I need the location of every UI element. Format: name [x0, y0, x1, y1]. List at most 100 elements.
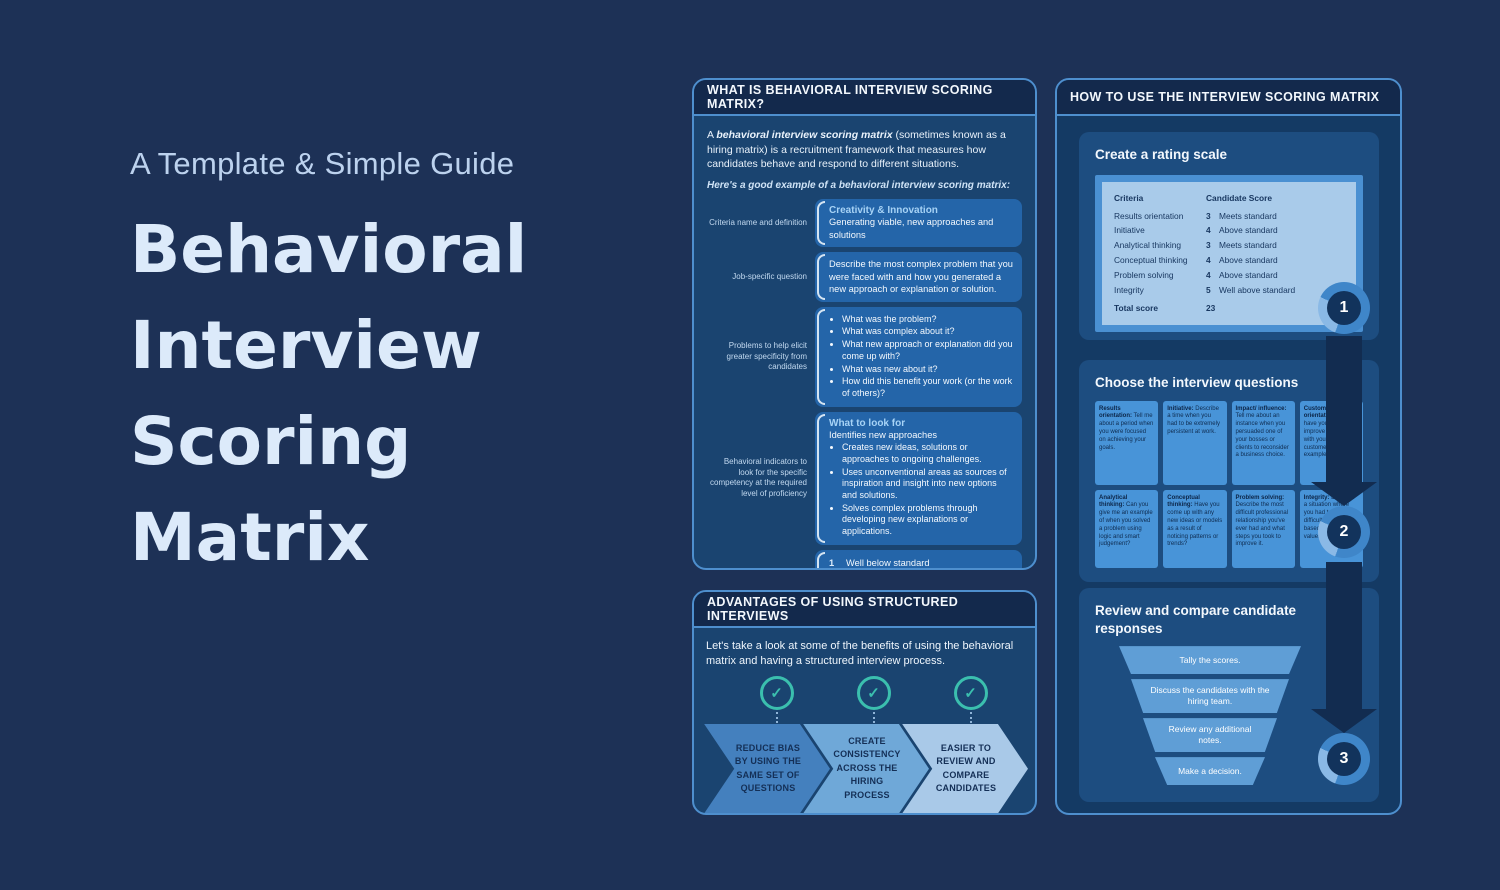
table-row: Analytical thinking 3 Meets standard [1114, 238, 1344, 253]
score-label-cell: Above standard [1219, 225, 1278, 236]
question-text: Tell me about an instance when you persu… [1235, 413, 1289, 459]
criteria-cell: Conceptual thinking [1114, 255, 1188, 266]
question-card: Impact/ influence: Tell me about an inst… [1231, 400, 1295, 485]
funnel-step: Tally the scores. [1119, 646, 1301, 675]
rating-table-frame: Criteria Candidate Score Results orienta… [1095, 174, 1363, 333]
indicator-list: Creates new ideas, solutions or approach… [829, 442, 1013, 538]
bullet-item: Creates new ideas, solutions or approach… [842, 442, 1013, 465]
table-row: Results orientation 3 Meets standard [1114, 209, 1344, 224]
criteria-cell: Problem solving [1114, 270, 1174, 281]
advantages-panel-title: ADVANTAGES OF USING STRUCTURED INTERVIEW… [707, 595, 959, 623]
total-label-cell: Total score [1114, 303, 1159, 314]
score-number-cell: 3 [1206, 240, 1211, 251]
score-label-cell: Meets standard [1219, 210, 1277, 221]
check-row: ✓ ✓ ✓ [706, 675, 1023, 723]
step-title: Create a rating scale [1095, 147, 1228, 162]
dotted-connector [872, 711, 875, 723]
how-to-panel: HOW TO USE THE INTERVIEW SCORING MATRIX … [1055, 78, 1402, 815]
arrow-head [1311, 482, 1377, 506]
row-box-subheading: Identifies new approaches [829, 429, 938, 440]
page-title: Behavioral Interview Scoring Matrix [130, 202, 527, 586]
intro-rest: (sometimes known as a hiring matrix) is … [707, 129, 1006, 171]
chevron-label: EASIER TO REVIEW AND COMPARE CANDIDATES [935, 742, 997, 794]
matrix-row-indicators: Behavioral indicators to look for the sp… [707, 411, 1022, 545]
how-to-panel-title: HOW TO USE THE INTERVIEW SCORING MATRIX [1070, 90, 1380, 104]
title-line: Interview [130, 307, 482, 384]
checkmark-circle-icon: ✓ [856, 675, 891, 710]
score-number-cell: 3 [1206, 210, 1211, 221]
check-column: ✓ [728, 675, 825, 723]
advantages-panel: ADVANTAGES OF USING STRUCTURED INTERVIEW… [692, 590, 1037, 815]
chevron-label: REDUCE BIAS BY USING THE SAME SET OF QUE… [734, 742, 802, 794]
question-text: Describe the most difficult professional… [1235, 502, 1289, 548]
question-lead: Initiative: [1167, 405, 1194, 412]
row-label: Criteria name and definition [709, 217, 807, 227]
matrix-row-probes: Problems to help elicit greater specific… [707, 306, 1022, 407]
check-column: ✓ [922, 675, 1019, 723]
criteria-cell: Results orientation [1114, 210, 1184, 221]
advantages-panel-header: ADVANTAGES OF USING STRUCTURED INTERVIEW… [694, 592, 1035, 628]
scale-number: 1 [829, 557, 835, 568]
step-number-badge: 2 [1318, 506, 1370, 558]
scale-label: Well below standard [846, 557, 930, 568]
question-card: Initiative: Describe a time when you had… [1163, 400, 1227, 485]
matrix-row-criteria: Criteria name and definition Creativity … [707, 199, 1022, 248]
title-line: Scoring [130, 403, 412, 480]
score-number-cell: 4 [1206, 225, 1211, 236]
question-lead: Conceptual thinking: [1167, 494, 1200, 509]
score-label-cell: Above standard [1219, 270, 1278, 281]
intro-paragraph: A behavioral interview scoring matrix (s… [707, 128, 1022, 172]
criteria-cell: Analytical thinking [1114, 240, 1182, 251]
step-number: 2 [1339, 523, 1349, 540]
score-number-cell: 5 [1206, 285, 1211, 296]
chevron-label: CREATE CONSISTENCY ACROSS THE HIRING PRO… [833, 735, 901, 800]
funnel-step: Make a decision. [1155, 757, 1265, 786]
scale-line: 1 Well below standard [829, 556, 1013, 568]
checkmark-circle-icon: ✓ [759, 675, 794, 710]
step-title: Choose the interview questions [1095, 375, 1299, 390]
table-row: Initiative 4 Above standard [1114, 223, 1344, 238]
table-header-row: Criteria Candidate Score [1114, 191, 1344, 206]
score-number-cell: 4 [1206, 255, 1211, 266]
down-arrow-icon [1311, 562, 1377, 733]
hero: A Template & Simple Guide Behavioral Int… [130, 146, 527, 586]
bullet-item: What new approach or explanation did you… [842, 339, 1013, 362]
advantage-chevrons: REDUCE BIAS BY USING THE SAME SET OF QUE… [704, 723, 1028, 813]
dotted-connector [969, 711, 972, 723]
rating-table: Criteria Candidate Score Results orienta… [1102, 181, 1356, 326]
check-column: ✓ [825, 675, 922, 723]
question-card-grid: Results orientation: Tell me about a per… [1095, 400, 1363, 568]
question-card: Results orientation: Tell me about a per… [1095, 400, 1159, 485]
row-box-title: Creativity & Innovation [829, 205, 938, 217]
advantages-intro: Let's take a look at some of the benefit… [706, 640, 1014, 667]
question-lead: Analytical thinking: [1099, 494, 1128, 509]
arrow-shaft [1326, 562, 1362, 709]
total-value-cell: 23 [1206, 303, 1216, 314]
score-label-cell: Meets standard [1219, 240, 1277, 251]
criteria-cell: Integrity [1114, 285, 1144, 296]
row-label: Problems to help elicit greater specific… [726, 341, 807, 371]
criteria-cell: Initiative [1114, 225, 1145, 236]
funnel-step: Discuss the candidates with the hiring t… [1131, 679, 1289, 714]
hero-kicker: A Template & Simple Guide [130, 146, 515, 181]
how-to-panel-header: HOW TO USE THE INTERVIEW SCORING MATRIX [1057, 80, 1400, 116]
table-row: Problem solving 4 Above standard [1114, 268, 1344, 283]
step-title: Review and compare candidate responses [1095, 603, 1297, 636]
intro-bold: behavioral interview scoring matrix [716, 129, 893, 141]
question-lead: Integrity: [1303, 494, 1330, 501]
row-box: What was the problem? What was complex a… [815, 306, 1022, 407]
what-is-panel-title: WHAT IS BEHAVIORAL INTERVIEW SCORING MAT… [707, 83, 993, 111]
down-arrow-icon [1311, 336, 1377, 506]
question-text: Have you come up with any new ideas or m… [1167, 502, 1223, 548]
what-is-panel: WHAT IS BEHAVIORAL INTERVIEW SCORING MAT… [692, 78, 1037, 570]
row-box: Creativity & Innovation Generating viabl… [815, 199, 1022, 248]
table-header-score: Candidate Score [1206, 192, 1273, 203]
probe-list: What was the problem? What was complex a… [829, 314, 1013, 400]
step-section-rating-scale: Create a rating scale Criteria Candidate… [1079, 132, 1379, 340]
dotted-connector [775, 711, 778, 723]
what-is-panel-body: A behavioral interview scoring matrix (s… [694, 116, 1035, 568]
table-header-criteria: Criteria [1114, 192, 1144, 203]
bullet-item: What was new about it? [842, 364, 1013, 376]
what-is-panel-header: WHAT IS BEHAVIORAL INTERVIEW SCORING MAT… [694, 80, 1035, 116]
score-number-cell: 4 [1206, 270, 1211, 281]
